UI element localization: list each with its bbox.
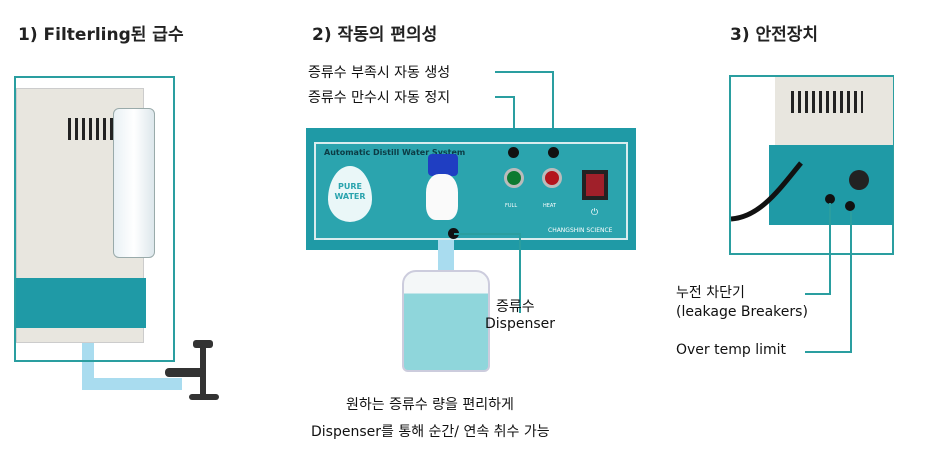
breaker-button (825, 194, 835, 204)
pure-water-logo: PURE WATER (328, 166, 372, 222)
power-cord-icon (731, 161, 803, 222)
logo-text-pure: PURE (338, 182, 362, 191)
auto-stop-label: 증류수 만수시 자동 정지 (308, 90, 451, 106)
dispenser-label-en: Dispenser (485, 316, 555, 332)
full-indicator-label: FULL (505, 203, 518, 209)
distiller-base (769, 145, 893, 225)
over-temp-button (845, 201, 855, 211)
brand-label: CHANGSHIN SCIENCE (548, 227, 613, 234)
section-3-title: 3) 안전장치 (730, 25, 819, 45)
control-panel: Automatic Distill Water System PURE WATE… (306, 128, 636, 250)
panel-title: Automatic Distill Water System (324, 148, 466, 157)
water-filter-icon (113, 108, 155, 258)
power-switch[interactable] (582, 170, 608, 200)
caption-line-2: Dispenser를 통해 순간/ 연속 취수 가능 (311, 424, 550, 440)
over-temp-label: Over temp limit (676, 342, 786, 358)
dispenser-label-ko: 증류수 (496, 299, 535, 315)
breaker-label-en: (leakage Breakers) (676, 304, 808, 320)
caption-line-1: 원하는 증류수 량을 편리하게 (346, 397, 514, 413)
section-1-title: 1) Filterling된 급수 (18, 25, 184, 45)
heat-indicator-lamp (542, 168, 562, 188)
auto-generate-label: 증류수 부족시 자동 생성 (308, 65, 451, 81)
dispenser-tap[interactable] (422, 154, 464, 220)
water-bottle (402, 270, 490, 372)
logo-text-water: WATER (334, 192, 366, 201)
filter-photo-frame (14, 76, 175, 362)
faucet-icon (165, 340, 225, 400)
safety-photo-frame (729, 75, 894, 255)
distiller-base (16, 278, 146, 328)
vent-icon (68, 118, 118, 140)
vent-icon (791, 91, 863, 113)
heat-indicator-label: HEAT (543, 203, 557, 209)
over-temp-dial (849, 170, 869, 190)
power-icon: ⏻ (591, 208, 599, 218)
breaker-label-ko: 누전 차단기 (676, 285, 745, 301)
full-indicator-lamp (504, 168, 524, 188)
section-2-title: 2) 작동의 편의성 (312, 25, 438, 45)
